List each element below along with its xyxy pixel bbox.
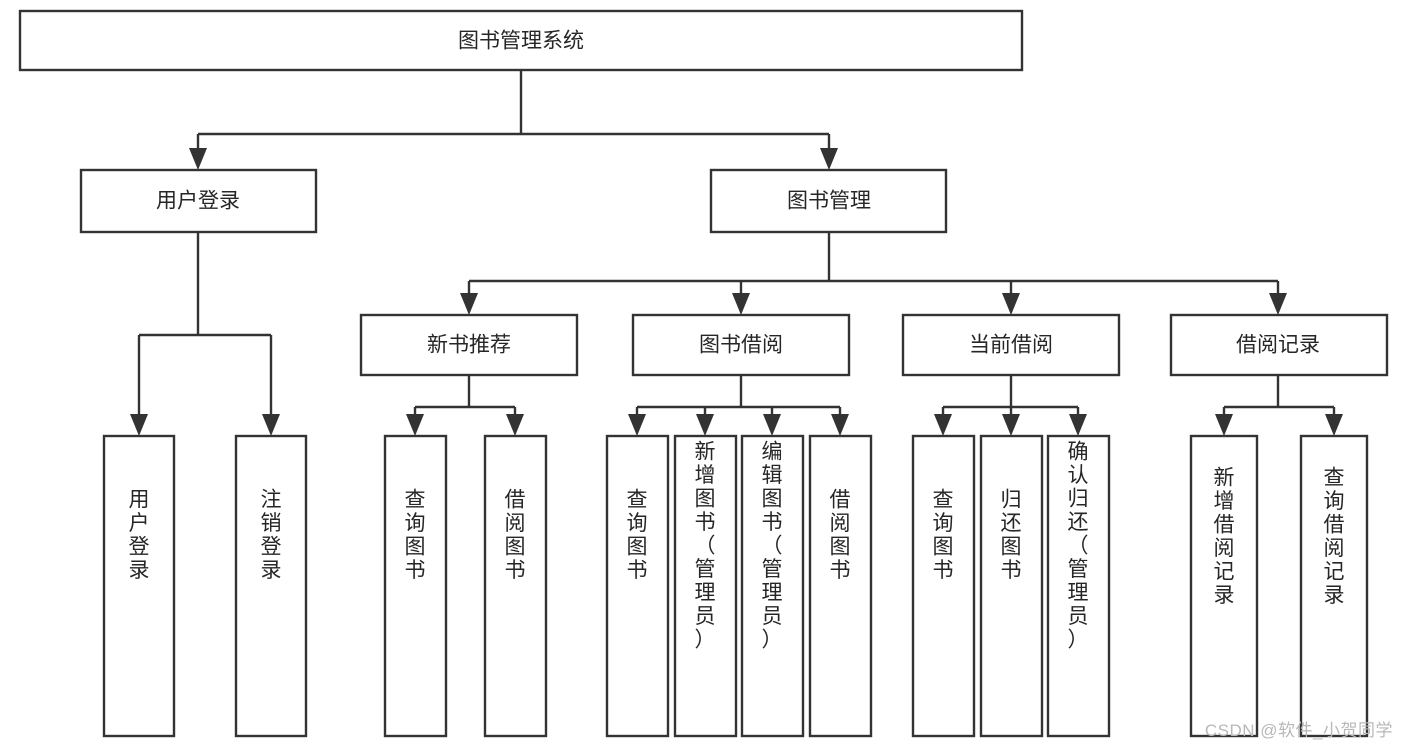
arrow-head-leaf-query-book-1: [406, 414, 424, 436]
node-leaf-query-record-box[interactable]: [1299, 434, 1369, 738]
arrow-head-user-login: [189, 148, 207, 170]
node-leaf-return-book-box[interactable]: [979, 434, 1044, 738]
node-borrow-record-box[interactable]: [1169, 313, 1389, 377]
node-leaf-add-record-box[interactable]: [1189, 434, 1259, 738]
node-leaf-query-book-2-box[interactable]: [605, 434, 670, 738]
node-book-borrow-label: 图书借阅: [699, 334, 783, 357]
node-leaf-confirm-return[interactable]: 确认归还（管理员）: [1046, 434, 1111, 738]
node-root-label: 图书管理系统: [458, 30, 584, 53]
arrow-head-leaf-query-record: [1325, 414, 1343, 436]
node-book-manage-label: 图书管理: [787, 190, 871, 213]
arrow-head-leaf-borrow-book-2: [831, 414, 849, 436]
node-leaf-add-record[interactable]: 新增借阅记录: [1189, 434, 1259, 738]
arrow-head-current-borrow: [1002, 293, 1020, 315]
node-leaf-query-book-1[interactable]: 查询图书: [383, 434, 448, 738]
node-leaf-borrow-book-2-box[interactable]: [808, 434, 873, 738]
node-leaf-user-login-box[interactable]: [102, 434, 176, 738]
node-leaf-query-book-3[interactable]: 查询图书: [911, 434, 976, 738]
arrow-head-leaf-add-record: [1215, 414, 1233, 436]
node-leaf-return-book[interactable]: 归还图书: [979, 434, 1044, 738]
node-leaf-query-book-2[interactable]: 查询图书: [605, 434, 670, 738]
arrow-head-book-manage: [820, 148, 838, 170]
arrow-head-leaf-query-book-3: [934, 414, 952, 436]
node-leaf-return-book-label: 归还图书: [1001, 489, 1022, 583]
node-user-login[interactable]: 用户登录: [79, 168, 318, 234]
node-leaf-user-logout-label: 注销登录: [261, 489, 282, 583]
node-leaf-user-logout-box[interactable]: [234, 434, 308, 738]
arrow-head-leaf-borrow-book-1: [506, 414, 524, 436]
node-current-borrow-label: 当前借阅: [969, 334, 1053, 357]
node-leaf-query-book-3-label: 查询图书: [933, 489, 954, 583]
connector-layer: [130, 70, 1343, 436]
node-leaf-query-book-1-box[interactable]: [383, 434, 448, 738]
node-leaf-confirm-return-label: 确认归还（管理员）: [1068, 441, 1089, 652]
node-leaf-borrow-book-1[interactable]: 借阅图书: [483, 434, 548, 738]
node-leaf-add-book[interactable]: 新增图书（管理员）: [673, 434, 738, 738]
arrow-head-new-book-recommend: [460, 293, 478, 315]
node-new-book-recommend[interactable]: 新书推荐: [359, 313, 579, 377]
node-leaf-query-book-3-box[interactable]: [911, 434, 976, 738]
node-leaf-user-login-label: 用户登录: [129, 489, 150, 583]
arrow-head-leaf-edit-book: [763, 414, 781, 436]
node-leaf-borrow-book-2-label: 借阅图书: [830, 489, 851, 583]
arrow-head-leaf-user-logout: [262, 414, 280, 436]
node-borrow-record[interactable]: 借阅记录: [1169, 313, 1389, 377]
node-root-box[interactable]: [18, 9, 1024, 72]
arrow-head-leaf-add-book: [696, 414, 714, 436]
node-leaf-user-login[interactable]: 用户登录: [102, 434, 176, 738]
node-book-borrow[interactable]: 图书借阅: [631, 313, 851, 377]
node-book-manage[interactable]: 图书管理: [709, 168, 948, 234]
arrow-head-borrow-record: [1269, 293, 1287, 315]
node-book-manage-box[interactable]: [709, 168, 948, 234]
node-book-borrow-box[interactable]: [631, 313, 851, 377]
node-leaf-user-logout[interactable]: 注销登录: [234, 434, 308, 738]
leaf-layer: 用户登录 注销登录 查询图书 借阅图书 查询图书 新增图书（管理员） 编辑图书（…: [102, 434, 1369, 738]
node-user-login-box[interactable]: [79, 168, 318, 234]
arrow-head-leaf-confirm-return: [1069, 414, 1087, 436]
node-leaf-query-record-label: 查询借阅记录: [1324, 467, 1345, 608]
node-leaf-query-book-2-label: 查询图书: [627, 489, 648, 583]
node-current-borrow-box[interactable]: [901, 313, 1121, 377]
node-new-book-recommend-label: 新书推荐: [427, 334, 511, 357]
arrow-head-book-borrow: [732, 293, 750, 315]
node-root[interactable]: 图书管理系统: [18, 9, 1024, 72]
node-leaf-add-book-label: 新增图书（管理员）: [695, 441, 716, 652]
node-borrow-record-label: 借阅记录: [1236, 334, 1320, 357]
node-leaf-borrow-book-1-label: 借阅图书: [505, 489, 526, 583]
node-leaf-borrow-book-1-box[interactable]: [483, 434, 548, 738]
node-user-login-label: 用户登录: [156, 190, 240, 213]
node-leaf-add-record-label: 新增借阅记录: [1214, 467, 1235, 608]
node-leaf-edit-book[interactable]: 编辑图书（管理员）: [740, 434, 805, 738]
node-new-book-recommend-box[interactable]: [359, 313, 579, 377]
node-leaf-add-book-box[interactable]: [673, 434, 738, 738]
node-leaf-edit-book-box[interactable]: [740, 434, 805, 738]
arrow-head-leaf-return-book: [1002, 414, 1020, 436]
node-current-borrow[interactable]: 当前借阅: [901, 313, 1121, 377]
node-leaf-query-book-1-label: 查询图书: [405, 489, 426, 583]
node-leaf-edit-book-label: 编辑图书（管理员）: [762, 441, 783, 652]
node-leaf-confirm-return-box[interactable]: [1046, 434, 1111, 738]
arrow-head-leaf-query-book-2: [628, 414, 646, 436]
node-leaf-borrow-book-2[interactable]: 借阅图书: [808, 434, 873, 738]
arrow-head-leaf-user-login: [130, 414, 148, 436]
node-leaf-query-record[interactable]: 查询借阅记录: [1299, 434, 1369, 738]
